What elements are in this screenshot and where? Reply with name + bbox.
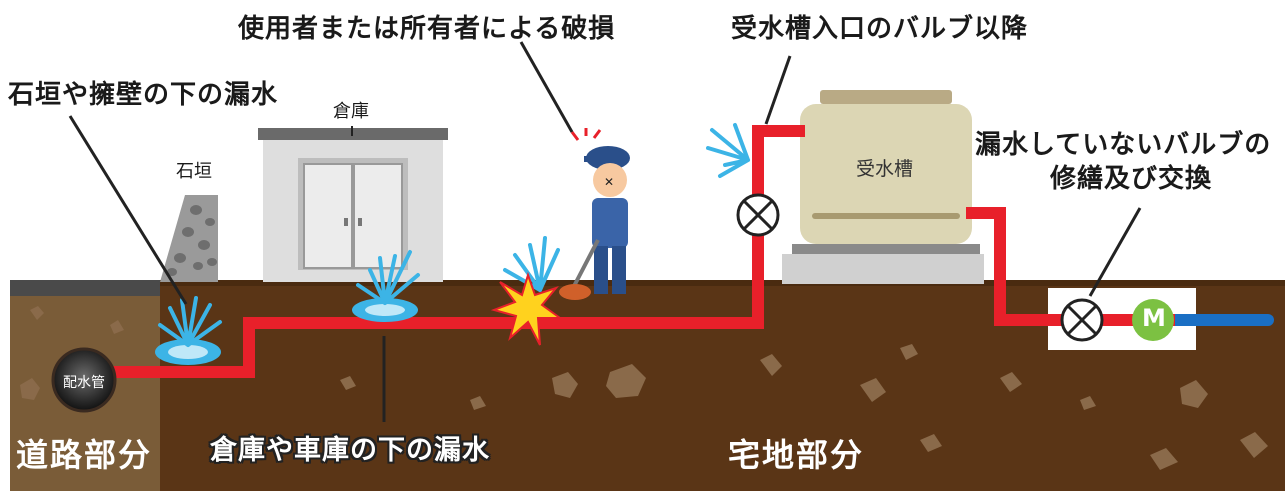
meter-symbol: M (1142, 304, 1166, 332)
valve-icon (1060, 298, 1104, 342)
valve-icon (736, 193, 780, 237)
soil-stones (20, 306, 1268, 470)
label-road-section: 道路部分 (16, 436, 153, 474)
label-storehouse: 倉庫 (333, 101, 369, 122)
label-damage-by-user: 使用者または所有者による破損 (238, 14, 616, 44)
water-spray-icon (155, 296, 222, 365)
worker-icon: ✕ (559, 128, 630, 300)
label-stone-wall: 石垣 (176, 161, 212, 182)
label-stone-wall-leak: 石垣や擁壁の下の漏水 (8, 80, 279, 110)
water-tank-icon (782, 90, 984, 284)
label-valve-repair-line1: 漏水していないバルブの (975, 130, 1272, 160)
water-spray-icon (706, 123, 750, 178)
leader-lines (68, 41, 1142, 422)
stone-wall-icon (160, 195, 218, 282)
distribution-pipe-icon (51, 347, 117, 413)
label-storage-leak: 倉庫や車庫の下の漏水 (210, 435, 490, 466)
water-spray-icon (503, 236, 560, 292)
water-spray-icon (352, 250, 420, 322)
label-after-tank-valve: 受水槽入口のバルブ以降 (731, 14, 1029, 44)
storehouse-icon (258, 126, 448, 282)
label-distribution-pipe: 配水管 (63, 375, 105, 391)
road-asphalt (10, 280, 160, 296)
svg-text:✕: ✕ (604, 175, 614, 189)
label-water-tank: 受水槽 (856, 158, 914, 180)
label-valve-repair-line2: 修繕及び交換 (1050, 164, 1213, 194)
label-residential-section: 宅地部分 (728, 436, 865, 474)
meter-icon (1132, 299, 1174, 341)
spark-icon (490, 271, 564, 346)
